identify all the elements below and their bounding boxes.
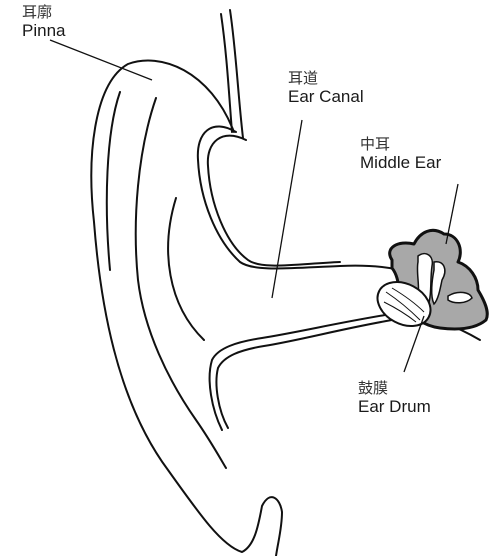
middle-ear-label-en: Middle Ear bbox=[360, 153, 441, 173]
ear-drum-label-en: Ear Drum bbox=[358, 397, 431, 417]
pinna-label-zh: 耳廓 bbox=[22, 4, 65, 21]
middle-ear-label: 中耳 Middle Ear bbox=[360, 136, 441, 173]
pinna-outline bbox=[91, 61, 282, 556]
ear-canal-label-en: Ear Canal bbox=[288, 87, 364, 107]
helix-inner-line bbox=[107, 92, 120, 270]
antihelix-inner-line bbox=[168, 198, 204, 340]
stapes bbox=[448, 292, 472, 302]
pinna-label: 耳廓 Pinna bbox=[22, 4, 65, 41]
ear-canal-label: 耳道 Ear Canal bbox=[288, 70, 364, 107]
pinna-leader-line bbox=[50, 40, 152, 80]
ear-drum-label-zh: 鼓膜 bbox=[358, 380, 431, 397]
middle-ear-label-zh: 中耳 bbox=[360, 136, 441, 153]
ear-drum-label: 鼓膜 Ear Drum bbox=[358, 380, 431, 417]
ear-canal-label-zh: 耳道 bbox=[288, 70, 364, 87]
pinna-label-en: Pinna bbox=[22, 21, 65, 41]
canal-upper-wall-inner bbox=[208, 136, 340, 266]
antihelix-line bbox=[136, 98, 226, 468]
canal-leader-line bbox=[272, 120, 302, 298]
